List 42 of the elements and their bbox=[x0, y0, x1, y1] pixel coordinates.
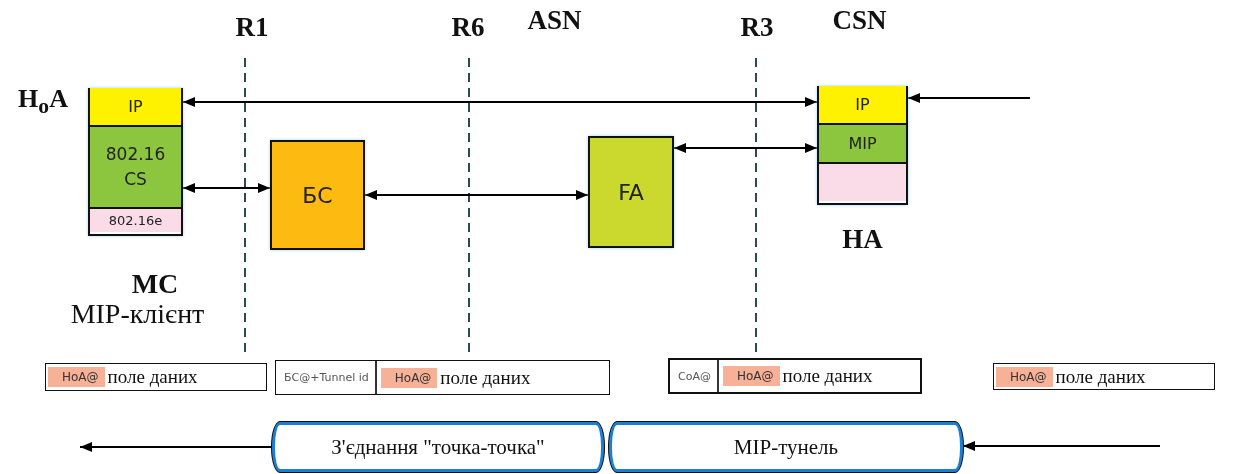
protocol-layer: IP bbox=[90, 88, 181, 127]
header-field: CoA@ bbox=[672, 360, 719, 392]
protocol-layer: 802.16 CS bbox=[90, 127, 181, 209]
protocol-layer: MIP bbox=[819, 125, 906, 164]
interface-label: R3 bbox=[739, 12, 775, 43]
protocol-stack bbox=[88, 88, 183, 236]
interface-label: CSN bbox=[831, 5, 888, 36]
interface-label: ASN bbox=[526, 5, 583, 36]
interface-label: R6 bbox=[450, 12, 486, 43]
tunnel-pipe: МIP-тунель bbox=[609, 422, 963, 472]
arrow bbox=[907, 93, 1031, 103]
protocol-layer: 802.16e bbox=[90, 209, 181, 232]
tunnel-pipe: З'єднання "точка-точка" bbox=[272, 422, 604, 472]
protocol-layer: IP bbox=[819, 86, 906, 125]
address-field: HoA@ bbox=[996, 366, 1053, 387]
packet-format bbox=[275, 360, 610, 395]
data-field: поле даних bbox=[437, 366, 534, 389]
interface-label: R1 bbox=[234, 12, 270, 43]
arrow bbox=[962, 441, 1161, 451]
data-field: поле даних bbox=[1052, 365, 1149, 388]
data-field: поле даних bbox=[779, 365, 876, 387]
node-caption: H$_{o}$A bbox=[17, 84, 69, 120]
node-caption: МIP-клієнт bbox=[69, 298, 206, 330]
packet-format bbox=[668, 358, 922, 394]
data-field: поле даних bbox=[104, 366, 201, 388]
packet-format bbox=[45, 363, 267, 391]
empty-layer bbox=[819, 164, 906, 201]
address-field: HoA@ bbox=[48, 367, 105, 387]
arrow bbox=[182, 97, 818, 107]
header-field: БС@+Tunnel id bbox=[278, 361, 377, 394]
packet-format bbox=[993, 363, 1215, 390]
arrow bbox=[182, 183, 271, 193]
node-caption: HA bbox=[841, 224, 884, 255]
address-field: HoA@ bbox=[722, 366, 780, 386]
node-caption: МС bbox=[130, 268, 180, 300]
arrow bbox=[673, 143, 818, 153]
entity-box: FA bbox=[588, 136, 674, 248]
protocol-stack bbox=[817, 86, 908, 205]
arrow bbox=[364, 190, 589, 200]
address-field: HoA@ bbox=[380, 367, 438, 388]
entity-box: БС bbox=[270, 140, 365, 250]
arrow bbox=[79, 442, 273, 452]
